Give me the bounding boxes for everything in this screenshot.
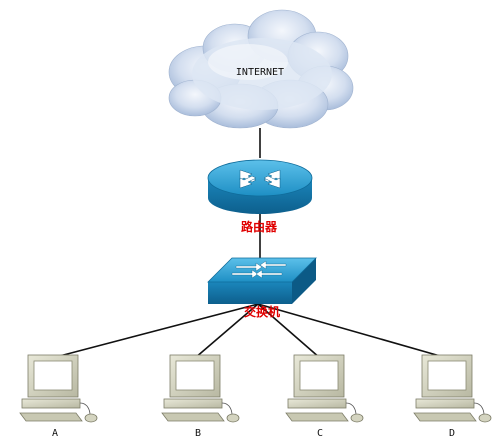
switch-label: 交换机 xyxy=(244,304,280,319)
computer-label-a: A xyxy=(52,428,58,439)
link-switch-c xyxy=(257,303,321,359)
computer-icon xyxy=(285,354,364,423)
cloud-label: INTERNET xyxy=(236,67,284,78)
computer-label-d: D xyxy=(449,428,455,439)
computer-d xyxy=(413,354,492,423)
computer-icon xyxy=(19,354,98,423)
computer-label-c: C xyxy=(317,428,323,439)
router-label: 路由器 xyxy=(241,219,278,234)
cloud-icon xyxy=(168,9,354,129)
computer-icon xyxy=(413,354,492,423)
link-switch-a xyxy=(51,303,259,359)
link-switch-b xyxy=(194,303,259,359)
computer-b xyxy=(161,354,240,423)
computer-label-b: B xyxy=(195,428,201,439)
link-switch-d xyxy=(257,303,448,359)
computer-icon xyxy=(161,354,240,423)
connections xyxy=(51,128,448,359)
computer-a xyxy=(19,354,98,423)
computer-c xyxy=(285,354,364,423)
router-icon xyxy=(207,159,313,214)
switch-icon xyxy=(207,257,317,304)
